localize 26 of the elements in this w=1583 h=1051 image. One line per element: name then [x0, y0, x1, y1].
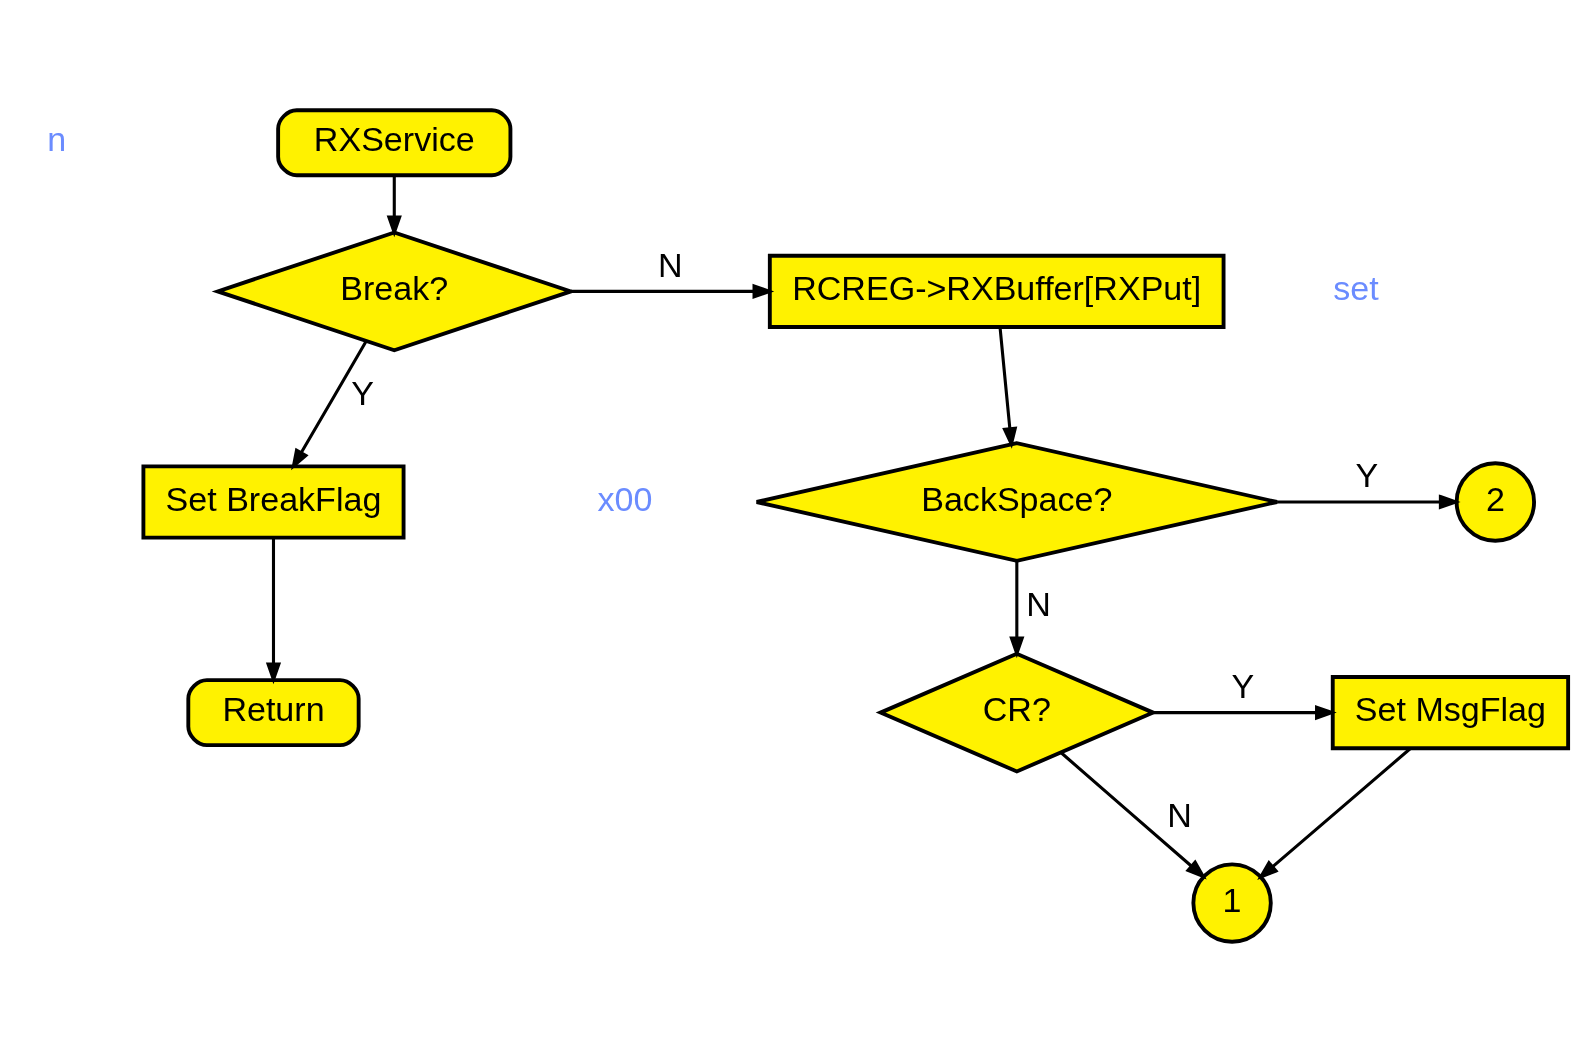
edge-label: Y [1355, 455, 1379, 494]
node-box: Set MsgFlag [1330, 674, 1571, 750]
node-box: RCREG->RXBuffer[RXPut] [767, 253, 1226, 329]
node-diamond: BackSpace? [754, 440, 1279, 563]
arrow [1153, 704, 1337, 720]
label: set [1333, 268, 1379, 307]
edge-label: Y [1231, 666, 1255, 705]
arrow [570, 283, 775, 299]
arrow [998, 326, 1018, 449]
node-circle: 2 [1454, 460, 1536, 543]
node-box: Set BreakFlag [141, 463, 406, 540]
edge-label: N [658, 245, 683, 284]
label: x00 [597, 479, 653, 518]
edge-label: N [1026, 584, 1051, 623]
node-box: RXService [276, 107, 513, 177]
edge-label: Y [351, 373, 374, 412]
arrow [265, 537, 282, 684]
node-circle: 1 [1191, 861, 1273, 944]
arrow [1009, 560, 1025, 658]
edge-label: N [1167, 795, 1192, 834]
arrow [1059, 750, 1207, 879]
label: n [47, 119, 67, 158]
node-box: Return [186, 677, 361, 747]
arrow [291, 339, 368, 470]
arrow [386, 175, 402, 237]
arrow [1277, 493, 1461, 510]
